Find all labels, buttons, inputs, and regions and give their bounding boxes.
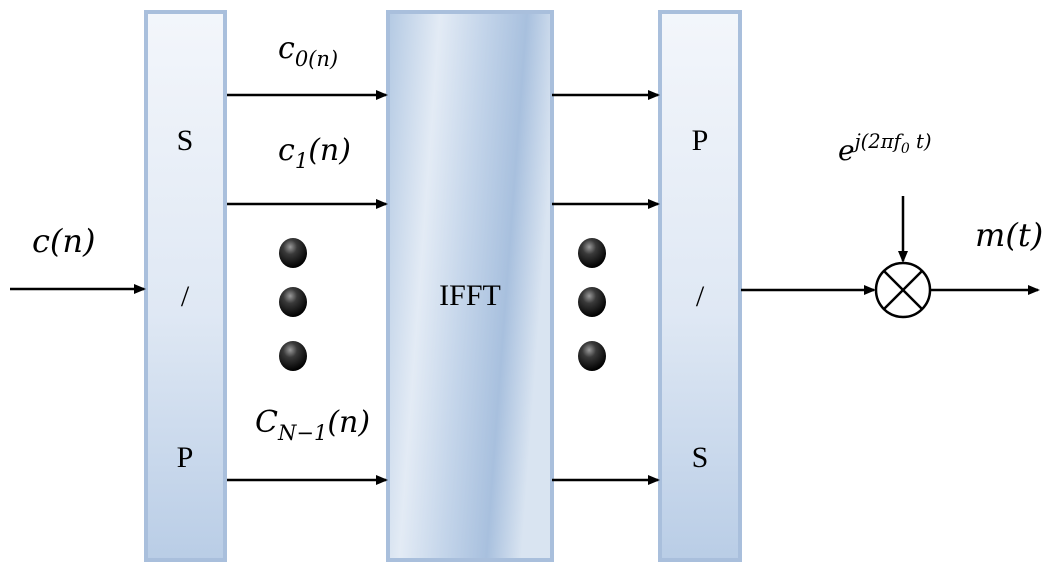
ps-block-top-label: P [692,124,709,157]
sp-block-slash-label: / [181,280,190,313]
ps-block-slash-label: / [696,280,705,313]
ellipsis-dots-right [578,238,606,371]
serial-to-parallel-block: S / P [144,10,227,562]
subcarrier-label-last: CN−1(n) [255,405,370,445]
ellipsis-dots-left [279,238,307,371]
sp-block-bottom-label: P [177,441,194,474]
ps-block-bottom-label: S [692,441,709,474]
mixer-multiply-icon [874,261,932,319]
ifft-block: IFFT [386,10,554,562]
output-label: m(t) [975,216,1043,254]
sp-block-top-label: S [177,124,194,157]
ifft-label: IFFT [439,279,501,312]
carrier-label: ej(2πf0 t) [838,130,932,167]
subcarrier-label-1: c1(n) [278,133,351,173]
subcarrier-label-0: c0(n) [278,31,338,71]
input-label: c(n) [32,222,96,260]
parallel-to-serial-block: P / S [658,10,742,562]
